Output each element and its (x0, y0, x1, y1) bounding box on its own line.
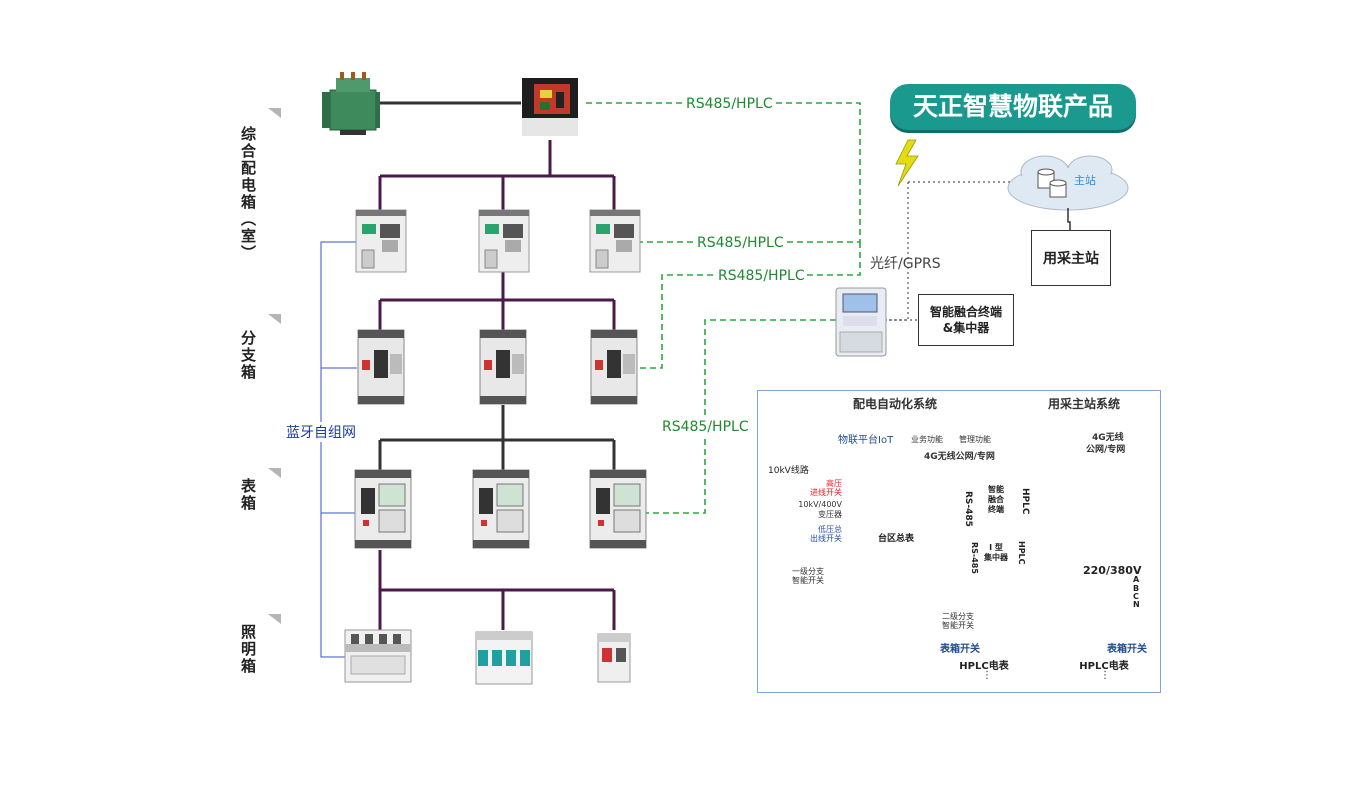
inset-voltage: 220/380V (1083, 564, 1142, 577)
section-label-meter: 表箱 (239, 478, 257, 512)
bus-lines-2 (378, 405, 616, 470)
cloud-label: 主站 (1074, 174, 1096, 187)
transformer-icon (322, 72, 380, 135)
terminal-box: 智能融合终端 &集中器 (918, 294, 1014, 346)
bluetooth-label: 蓝牙自组网 (286, 422, 356, 442)
inset-hv-2: 进线开关 (810, 488, 842, 497)
inset-phase-c: C (1133, 592, 1139, 601)
fusion-terminal-icon (835, 287, 887, 357)
inset-lv-2: 出线开关 (810, 534, 842, 543)
inset-top-left: 配电自动化系统 (852, 397, 937, 411)
fiber-lines (885, 181, 1010, 321)
fiber-label: 光纤/GPRS (870, 256, 941, 272)
bus-lines-3 (378, 550, 616, 630)
inset-phase-b: B (1133, 584, 1140, 593)
bluetooth-lines (320, 241, 357, 658)
product-banner: 天正智慧物联产品 (890, 84, 1136, 130)
inset-dots-left: ⋮ (982, 670, 992, 681)
inset-wireless-right-1: 4G无线 (1092, 433, 1124, 443)
inset-rs485-b: RS-485 (970, 542, 979, 574)
inset-wireless-mid: 4G无线公网/专网 (924, 452, 995, 462)
inset-level1-2: 智能开关 (792, 576, 824, 585)
terminal-label-1: 智能融合终端 (929, 305, 1002, 319)
inset-wireless-right-2: 公网/专网 (1086, 445, 1126, 455)
main-breaker-icon (522, 78, 578, 136)
inset-level2-2: 智能开关 (942, 621, 974, 630)
inset-meterbox-right: 表箱开关 (1107, 644, 1147, 655)
inset-line-10kv: 10kV线路 (768, 466, 809, 476)
cloud-link (1067, 208, 1071, 230)
rs485-label-2: RS485/HPLC (695, 235, 786, 251)
rs485-label-4: RS485/HPLC (660, 419, 751, 435)
inset-conc-1: I 型 (989, 543, 1003, 552)
inset-lv-1: 低压总 (818, 525, 842, 534)
terminal-label-2: &集中器 (942, 321, 990, 335)
inset-hplc-meter-right: HPLC电表 (1079, 661, 1129, 672)
inset-dots-right: ⋮ (1100, 670, 1110, 681)
inset-iot-sub1: 业务功能 (911, 435, 943, 444)
section-label-branch: 分支箱 (239, 330, 257, 381)
inset-level2-1: 二级分支 (942, 612, 974, 621)
inset-hplc-meter-left: HPLC电表 (959, 661, 1009, 672)
system-inset (757, 390, 1161, 693)
inset-hplc-a: HPLC (1020, 488, 1030, 515)
master-station-box: 用采主站 (1031, 230, 1111, 286)
inset-conc-2: 集中器 (984, 553, 1008, 562)
lighting-box-breakers (344, 629, 631, 685)
inset-fusion-1: 智能 (988, 485, 1004, 494)
inset-fusion-3: 终端 (988, 505, 1004, 514)
rs485-label-1: RS485/HPLC (684, 96, 775, 112)
section-label-lighting: 照明箱 (239, 624, 257, 675)
inset-meterbox-left: 表箱开关 (940, 644, 980, 655)
section-markers (268, 108, 281, 624)
inset-transformer-2: 变压器 (818, 510, 842, 519)
inset-iot-sub2: 管理功能 (959, 435, 991, 444)
rs485-label-3: RS485/HPLC (716, 268, 807, 284)
bus-lines (378, 140, 616, 330)
inset-rs485-a: RS-485 (963, 491, 973, 527)
wireless-bolt-icon (895, 139, 919, 187)
inset-top-right: 用采主站系统 (1047, 397, 1120, 411)
inset-phase-a: A (1133, 575, 1140, 584)
inset-fusion-2: 融合 (988, 495, 1004, 504)
inset-phase-n: N (1133, 600, 1140, 609)
branch-box-breakers (357, 329, 638, 405)
meter-box-breakers (354, 469, 647, 549)
section-label-main: 综合配电箱（室） (239, 126, 257, 262)
cloud-icon (1007, 155, 1129, 211)
inset-area-meter: 台区总表 (877, 534, 914, 544)
inset-hv-1: 高压 (826, 479, 842, 488)
inset-iot: 物联平台IoT (838, 435, 894, 446)
main-box-breakers (355, 209, 641, 273)
inset-hplc-b: HPLC (1017, 541, 1026, 565)
inset-transformer-1: 10kV/400V (798, 500, 842, 509)
inset-level1-1: 一级分支 (792, 567, 824, 576)
